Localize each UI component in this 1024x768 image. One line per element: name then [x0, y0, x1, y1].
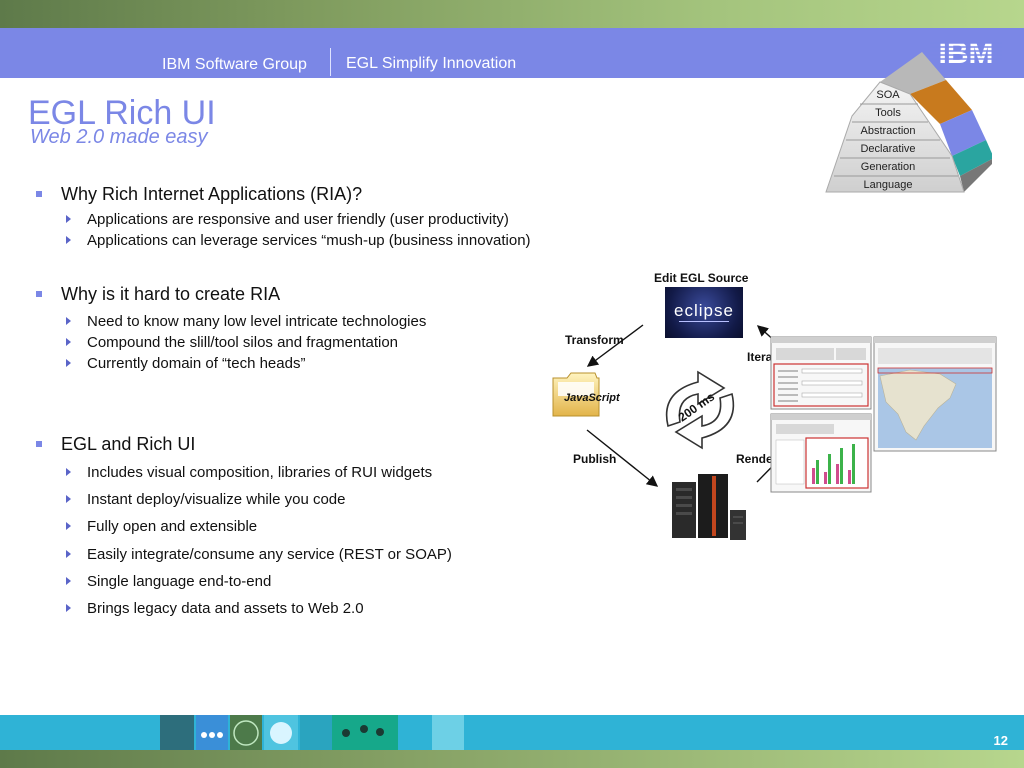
section-heading: EGL and Rich UI — [35, 434, 196, 454]
ibm-logo: IBM — [930, 37, 1002, 68]
slide-subtitle: Web 2.0 made easy — [30, 126, 208, 148]
bullet-item: Brings legacy data and assets to Web 2.0 — [66, 600, 364, 617]
javascript-folder-icon — [552, 372, 600, 417]
refresh-cycle-icon — [665, 370, 735, 450]
bullet-item: Instant deploy/visualize while you code — [66, 491, 346, 508]
footer-base — [0, 750, 1024, 768]
pyramid-layer: Declarative — [860, 143, 915, 155]
pyramid-layer: Tools — [875, 107, 901, 119]
rich-ui-screens-image — [770, 336, 997, 493]
bullet-item: Compound the slill/tool silos and fragme… — [65, 334, 399, 351]
bullet-item: Includes visual composition, libraries o… — [65, 464, 433, 481]
edit-source-label: Edit EGL Source — [654, 271, 749, 285]
transform-label: Transform — [565, 333, 624, 347]
pyramid-layer: SOA — [876, 89, 900, 101]
header-tagline: EGL Simplify Innovation — [346, 55, 517, 72]
top-color-strip — [0, 0, 1024, 28]
javascript-label: JavaScript — [564, 392, 620, 404]
section-heading: Why is it hard to create RIA — [35, 284, 281, 304]
server-icon — [672, 474, 746, 540]
bullet-item: Single language end-to-end — [65, 573, 272, 590]
eclipse-logo: eclipse — [665, 287, 743, 338]
egl-layers-pyramid: SOA Tools Abstraction Declarative Genera… — [825, 52, 992, 193]
header-group: IBM Software Group — [162, 56, 307, 73]
bullet-item: Need to know many low level intricate te… — [65, 313, 427, 330]
header-band — [0, 28, 1024, 78]
pyramid-layer: Generation — [861, 161, 915, 173]
publish-label: Publish — [573, 452, 617, 466]
pyramid-layer: Abstraction — [860, 125, 915, 137]
bullet-item: Fully open and extensible — [65, 518, 258, 535]
svg-text:IBM: IBM — [939, 37, 994, 68]
bullet-item: Easily integrate/consume any service (RE… — [66, 546, 452, 563]
bullet-item: Applications are responsive and user fri… — [66, 211, 509, 228]
render-label: Render — [736, 452, 778, 466]
footer-strip — [0, 715, 1024, 750]
slide-title: EGL Rich UI — [28, 94, 216, 132]
bullet-item: Currently domain of “tech heads” — [65, 355, 306, 372]
page-number: 12 — [993, 733, 1008, 748]
bullet-item: Applications can leverage services “mush… — [66, 232, 531, 249]
footer-image-band — [160, 715, 464, 750]
pyramid-layer: Language — [864, 179, 913, 191]
header-divider — [330, 48, 331, 76]
section-heading: Why Rich Internet Applications (RIA)? — [35, 184, 363, 204]
